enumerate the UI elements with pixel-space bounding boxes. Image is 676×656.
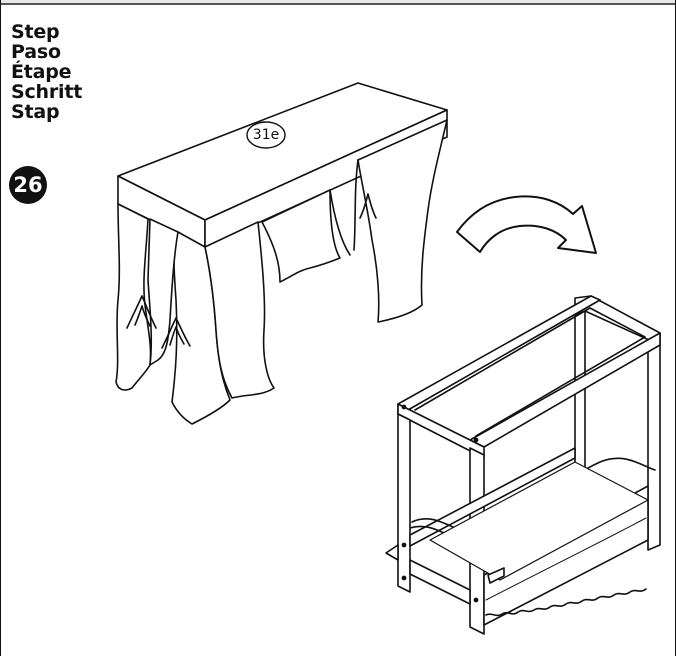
top-rule bbox=[0, 3, 676, 5]
step-number-badge: 26 bbox=[9, 166, 47, 204]
top-strip bbox=[0, 0, 676, 3]
step-word-nl: Stap bbox=[11, 101, 60, 123]
step-word-en: Step bbox=[11, 21, 60, 43]
step-word-es: Paso bbox=[11, 41, 61, 63]
step-word-fr: Étape bbox=[11, 61, 72, 83]
part-label-bubble bbox=[246, 121, 286, 149]
curved-arrow-icon bbox=[456, 195, 597, 254]
left-border bbox=[0, 0, 1, 656]
step-word-de: Schritt bbox=[11, 81, 83, 103]
canopy-icon bbox=[115, 82, 448, 425]
crib-icon bbox=[385, 295, 661, 635]
step-heading: Step Paso Étape Schritt Stap bbox=[11, 22, 82, 122]
part-label: 31e bbox=[252, 127, 280, 143]
